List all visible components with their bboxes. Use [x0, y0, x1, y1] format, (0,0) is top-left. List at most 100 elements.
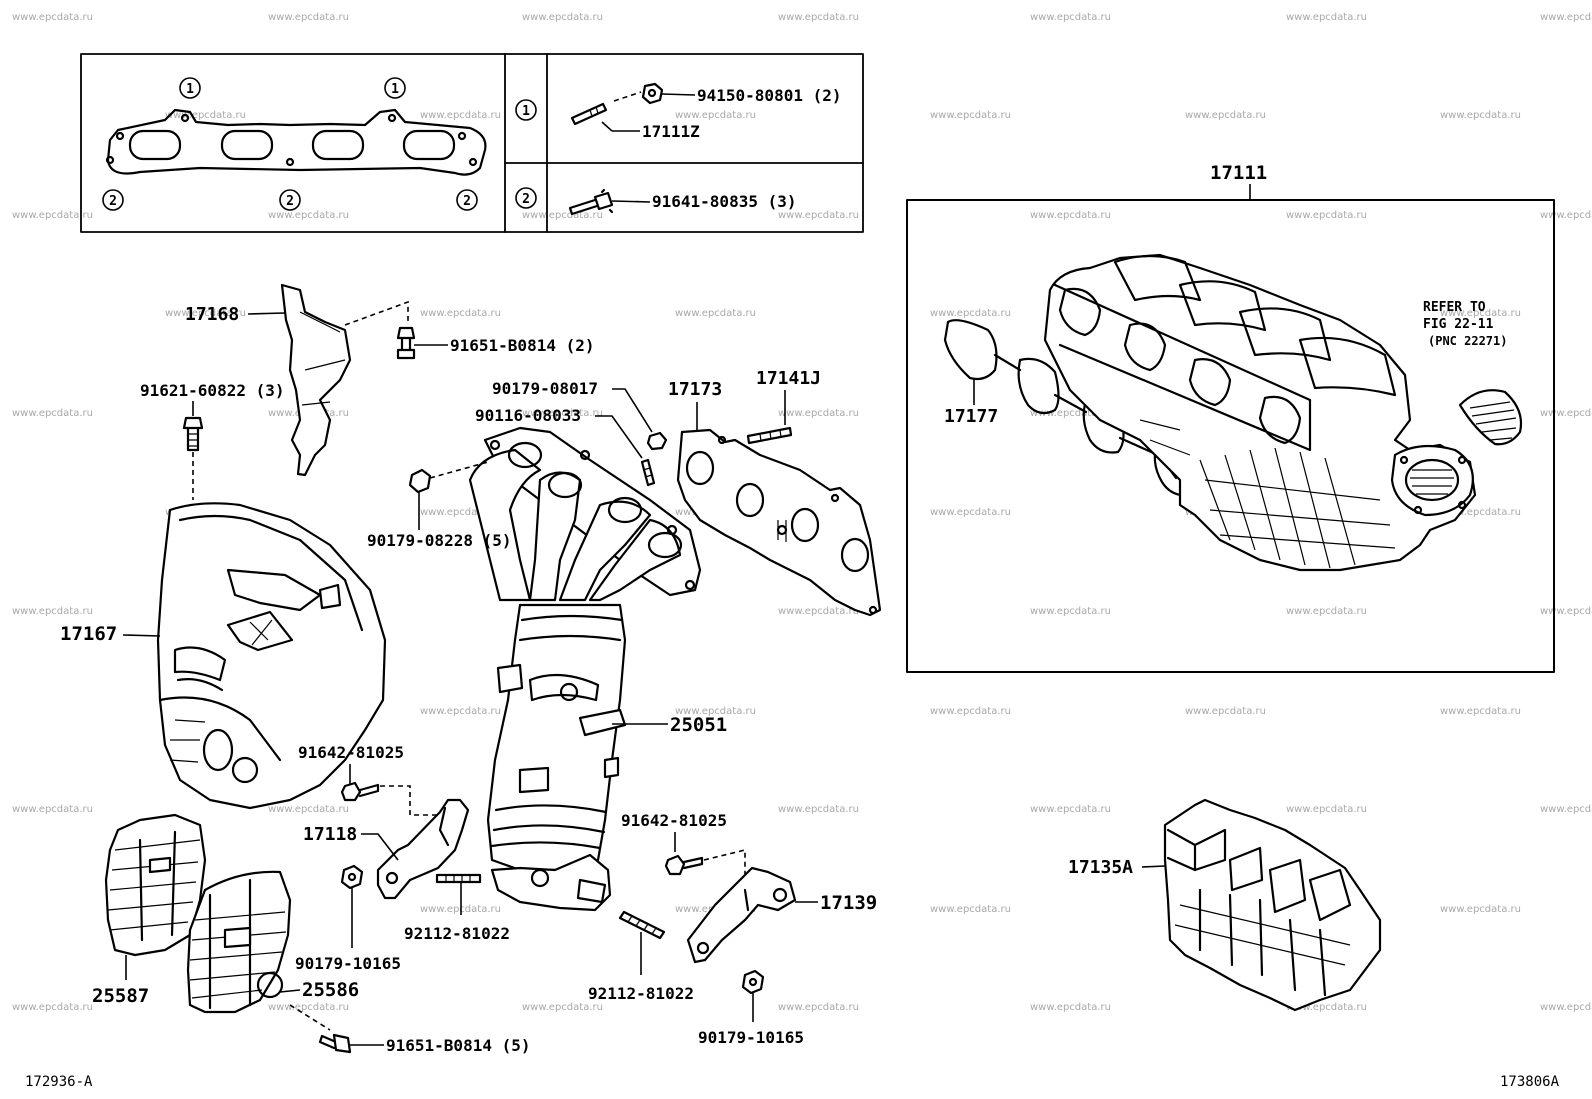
nut-90179-08017-icon — [646, 431, 668, 451]
watermark-text: www.epcdata.ru — [675, 110, 756, 121]
svg-text:1: 1 — [391, 82, 399, 97]
part-label-17173: 17173 — [668, 379, 722, 400]
watermark-text: www.epcdata.ru — [930, 507, 1011, 518]
bolt-91642-b-icon — [664, 854, 704, 876]
svg-text:1: 1 — [186, 82, 194, 97]
bracket-17118 — [376, 798, 470, 900]
refer-note-line-1: REFER TO — [1423, 300, 1486, 315]
svg-text:2: 2 — [286, 194, 294, 209]
watermark-text: www.epcdata.ru — [1286, 210, 1367, 221]
callout-2-c: 2 — [456, 189, 478, 211]
part-label-25051: 25051 — [670, 714, 727, 736]
callout-1-a: 1 — [179, 77, 201, 99]
row-callout-2: 2 — [515, 187, 537, 209]
watermark-text: www.epcdata.ru — [420, 110, 501, 121]
watermark-text: www.epcdata.ru — [1030, 606, 1111, 617]
watermark-text: www.epcdata.ru — [268, 210, 349, 221]
watermark-text: www.epcdata.ru — [12, 210, 93, 221]
part-label-90179-10165-b: 90179-10165 — [698, 1028, 804, 1047]
watermark-text: www.epcdata.ru — [165, 110, 246, 121]
watermark-text: www.epcdata.ru — [778, 606, 859, 617]
bracket-17139 — [686, 866, 797, 964]
stud-17141j-icon — [746, 426, 793, 445]
refer-note-line-3: (PNC 22271) — [1428, 334, 1507, 348]
stud-92112-b-icon — [618, 910, 666, 940]
part-label-91651-5: 91651-B0814 (5) — [386, 1036, 531, 1055]
watermark-text: www.epcdata.ru — [675, 706, 756, 717]
part-label-17118: 17118 — [303, 824, 357, 845]
svg-text:2: 2 — [522, 192, 530, 207]
exhaust-manifold-converter-25051 — [468, 426, 702, 912]
exhaust-manifold-gasket-drawing — [105, 108, 487, 176]
nut-90179-10165-b-icon — [741, 969, 765, 995]
watermark-text: www.epcdata.ru — [930, 110, 1011, 121]
watermark-text: www.epcdata.ru — [778, 12, 859, 23]
part-label-17141j: 17141J — [756, 368, 821, 389]
heat-insulator-17168 — [280, 283, 352, 477]
stud-90116-icon — [640, 458, 656, 487]
watermark-text: www.epcdata.ru — [522, 408, 603, 419]
watermark-text: www.epcdata.ru — [420, 507, 501, 518]
watermark-text: www.epcdata.ru — [420, 308, 501, 319]
watermark-text: www.epcdata.ru — [778, 210, 859, 221]
bolt-91642-a-icon — [340, 781, 380, 802]
watermark-text: www.epcdata.ru — [1540, 210, 1592, 221]
watermark-text: www.epcdata.ru — [12, 408, 93, 419]
part-label-17139: 17139 — [820, 892, 877, 914]
figure-code-right: 173806A — [1500, 1074, 1560, 1090]
callout-2-b: 2 — [279, 189, 301, 211]
part-label-90179-10165-a: 90179-10165 — [295, 954, 401, 973]
flange-bolt-icon — [568, 188, 614, 216]
watermark-text: www.epcdata.ru — [12, 12, 93, 23]
watermark-text: www.epcdata.ru — [675, 308, 756, 319]
watermark-text: www.epcdata.ru — [1286, 606, 1367, 617]
watermark-text: www.epcdata.ru — [1185, 706, 1266, 717]
part-label-90116: 90116-08033 — [475, 406, 581, 425]
part-label-91621: 91621-60822 (3) — [140, 381, 285, 400]
bolt-91621-icon — [182, 416, 204, 452]
part-label-25587: 25587 — [92, 985, 149, 1007]
watermark-text: www.epcdata.ru — [1440, 308, 1521, 319]
watermark-text: www.epcdata.ru — [165, 308, 246, 319]
watermark-text: www.epcdata.ru — [1440, 507, 1521, 518]
part-label-90179-08017: 90179-08017 — [492, 379, 598, 398]
watermark-text: www.epcdata.ru — [1030, 1002, 1111, 1013]
watermark-text: www.epcdata.ru — [1030, 408, 1111, 419]
watermark-text: www.epcdata.ru — [1540, 804, 1592, 815]
watermark-text: www.epcdata.ru — [778, 408, 859, 419]
watermark-text: www.epcdata.ru — [1286, 1002, 1367, 1013]
figure-code-left: 172936-A — [25, 1074, 93, 1090]
watermark-text: www.epcdata.ru — [930, 904, 1011, 915]
watermark-text: www.epcdata.ru — [12, 804, 93, 815]
part-label-94150: 94150-80801 (2) — [697, 86, 842, 105]
part-label-17135a: 17135A — [1068, 857, 1133, 878]
watermark-text: www.epcdata.ru — [522, 210, 603, 221]
watermark-text: www.epcdata.ru — [1286, 804, 1367, 815]
gasket-inset-table: 1 1 2 2 2 1 2 — [80, 53, 864, 233]
part-label-91641: 91641-80835 (3) — [652, 192, 797, 211]
watermark-text: www.epcdata.ru — [268, 804, 349, 815]
throttle-gasket-drawing — [1458, 389, 1523, 446]
watermark-text: www.epcdata.ru — [522, 1002, 603, 1013]
part-label-17111: 17111 — [1210, 162, 1267, 184]
watermark-text: www.epcdata.ru — [930, 308, 1011, 319]
part-label-90179-08228: 90179-08228 (5) — [367, 531, 512, 550]
watermark-text: www.epcdata.ru — [420, 706, 501, 717]
watermark-text: www.epcdata.ru — [1440, 706, 1521, 717]
part-label-91642-b: 91642-81025 — [621, 811, 727, 830]
watermark-text: www.epcdata.ru — [1540, 606, 1592, 617]
watermark-text: www.epcdata.ru — [1030, 804, 1111, 815]
watermark-text: www.epcdata.ru — [12, 606, 93, 617]
part-label-25586: 25586 — [302, 979, 359, 1001]
part-label-92112-b: 92112-81022 — [588, 984, 694, 1003]
watermark-text: www.epcdata.ru — [1286, 12, 1367, 23]
watermark-text: www.epcdata.ru — [268, 12, 349, 23]
refer-note-line-2: FIG 22-11 — [1423, 317, 1494, 332]
svg-text:1: 1 — [522, 104, 530, 119]
part-label-17167: 17167 — [60, 623, 117, 645]
insulator-17135a — [1163, 798, 1382, 1012]
callout-1-b: 1 — [384, 77, 406, 99]
part-label-17177: 17177 — [944, 406, 998, 427]
watermark-text: www.epcdata.ru — [1185, 110, 1266, 121]
